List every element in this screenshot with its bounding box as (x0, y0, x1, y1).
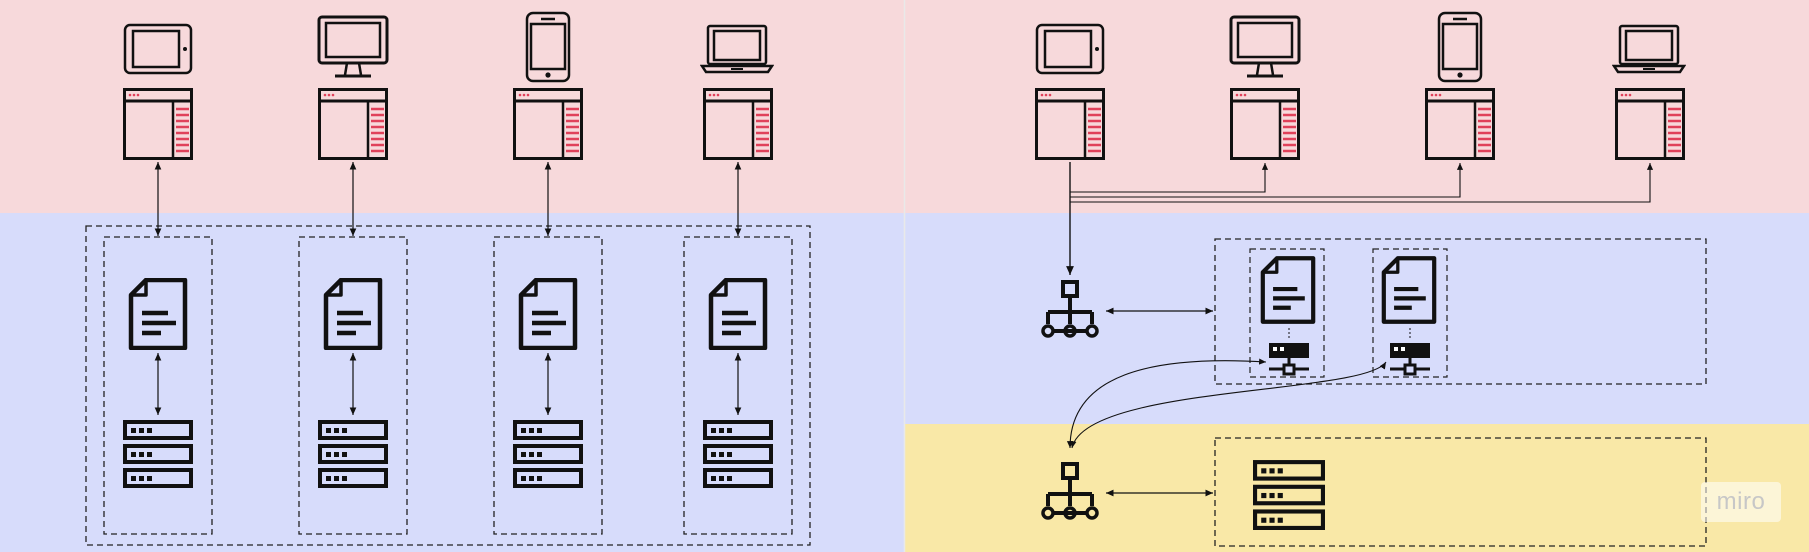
app-container-outline (103, 236, 213, 535)
service-container-outline (1249, 248, 1325, 378)
connector (1070, 361, 1387, 449)
left-service-layer (0, 213, 904, 552)
app-container-outline (683, 236, 793, 535)
right-client-layer (905, 0, 1809, 213)
service-container-outline (1372, 248, 1448, 378)
right-panel (1035, 11, 1707, 547)
service-group-outline (1214, 238, 1707, 385)
miro-watermark: miro (1701, 482, 1781, 522)
monolith-group-outline (85, 225, 811, 546)
app-container-outline (493, 236, 603, 535)
app-container-outline (298, 236, 408, 535)
right-data-layer (905, 424, 1809, 552)
left-panel (85, 11, 811, 546)
client-routing-connectors (1066, 162, 1654, 275)
right-service-layer (905, 213, 1809, 424)
